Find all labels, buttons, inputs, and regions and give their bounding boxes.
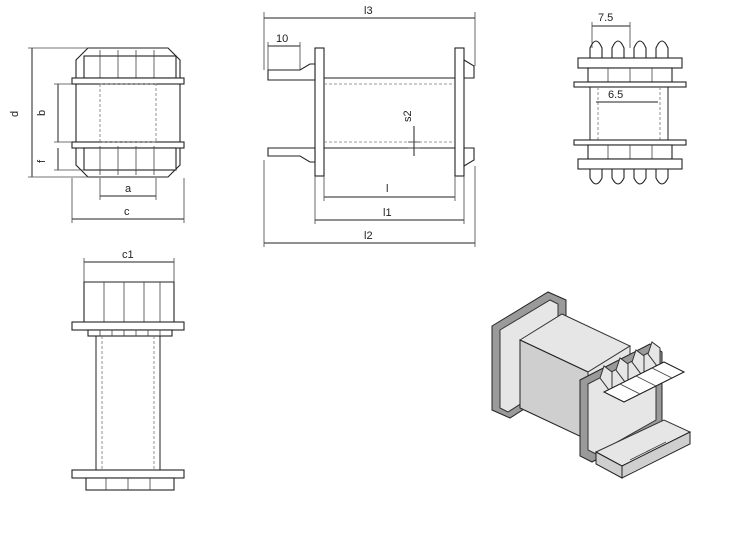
- label-a: a: [125, 183, 132, 195]
- label-l1: l1: [383, 207, 392, 219]
- front-bottom-flange: [83, 147, 177, 171]
- label-7-5: 7.5: [598, 12, 613, 24]
- side-view: l3 10 s2 l l1 l2: [263, 5, 476, 247]
- iso-pin-rail: [602, 361, 686, 403]
- side-bottom-pin: [267, 147, 316, 163]
- label-s2: s2: [402, 110, 414, 122]
- bottom-view: c1: [71, 249, 185, 491]
- end-view: 7.5 6.5: [573, 12, 687, 185]
- front-bottom-rail: [71, 141, 185, 149]
- label-b: b: [36, 110, 48, 116]
- side-top-pin: [267, 63, 316, 81]
- front-core-window: [99, 83, 157, 143]
- end-bottom-rail: [577, 158, 683, 170]
- label-f: f: [36, 159, 48, 163]
- label-6-5: 6.5: [608, 89, 623, 101]
- front-top-flange: [83, 55, 177, 79]
- label-l: l: [386, 183, 388, 195]
- side-right-flange: [454, 47, 465, 177]
- label-d: d: [9, 111, 21, 117]
- label-l3: l3: [364, 5, 373, 17]
- label-l2: l2: [364, 230, 373, 242]
- side-left-flange: [314, 47, 325, 177]
- front-view: d b f a c: [9, 47, 185, 223]
- label-c1: c1: [122, 249, 134, 261]
- label-10: 10: [276, 33, 288, 45]
- label-c: c: [124, 206, 130, 218]
- bottom-view-top-flange: [83, 281, 175, 323]
- front-top-rail: [71, 77, 185, 85]
- isometric-view: [491, 291, 692, 479]
- end-top-rail: [577, 57, 683, 69]
- bottom-view-bottom-flange: [85, 477, 175, 491]
